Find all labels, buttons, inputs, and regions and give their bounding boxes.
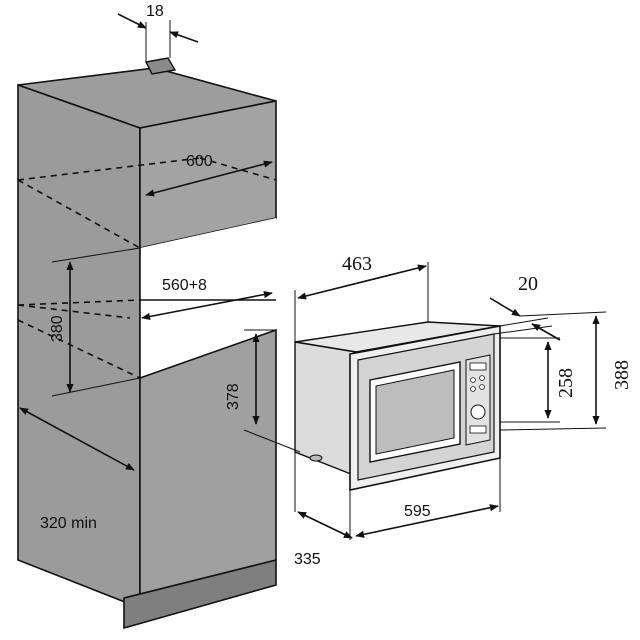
label-niche-width: 560+8 [162,277,207,294]
label-appliance-height: 258 [555,368,577,398]
dimension-lines [19,13,607,540]
label-niche-height: 380 [49,315,66,342]
label-panel-thickness: 18 [146,3,164,20]
cabinet-plinth [123,558,277,630]
label-frame-height: 388 [611,360,633,390]
cabinet-rear-panel-tab [144,57,177,75]
label-cabinet-depth: 320 min [40,515,97,532]
microwave-button-icon [479,375,485,381]
microwave-appliance [294,321,501,491]
microwave-window-inner [375,369,455,455]
label-niche-floor-height: 378 [225,383,242,410]
label-appliance-width: 335 [294,551,321,568]
microwave-button-icon [479,384,485,390]
microwave-button-icon [470,377,476,383]
microwave-foot-icon [309,454,323,462]
microwave-display-icon [469,362,487,371]
microwave-side [294,341,357,478]
microwave-button-icon [470,386,476,392]
label-frame-depth: 20 [518,273,538,295]
niche-interior [140,218,276,300]
label-cabinet-width: 600 [186,153,213,170]
tall-cabinet [17,57,277,630]
microwave-knob-icon [470,404,486,420]
dimension-labels: 18 600 560+8 380 378 320 min 463 20 595 … [40,3,633,568]
microwave-door-button-icon [469,425,487,434]
label-appliance-depth: 463 [342,253,372,275]
label-frame-width: 595 [404,503,431,520]
